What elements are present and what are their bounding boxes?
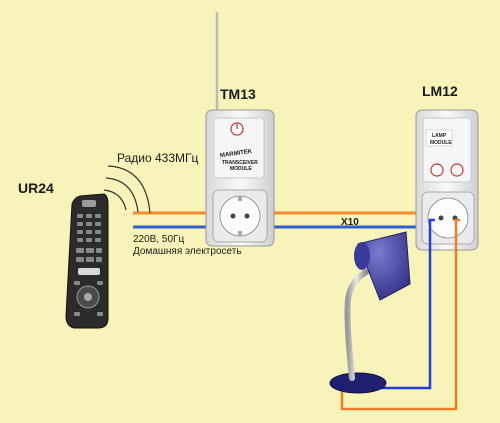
socket-icon bbox=[219, 195, 261, 237]
lamp-wires bbox=[340, 218, 460, 411]
mains-label-line1: 220В, 50Гц bbox=[133, 234, 185, 245]
radio-label: Радио 433МГц bbox=[117, 151, 199, 165]
socket-icon bbox=[427, 197, 469, 239]
protocol-label: X10 bbox=[341, 217, 359, 228]
lamp-module-text-2: MODULE bbox=[430, 140, 452, 146]
transceiver-label: TM13 bbox=[220, 86, 256, 102]
lamp-module-label: LM12 bbox=[422, 83, 458, 99]
dial-icon bbox=[430, 163, 444, 177]
lamp-wire-orange bbox=[340, 218, 460, 411]
radio-waves-icon bbox=[103, 165, 151, 214]
transceiver-module bbox=[205, 12, 275, 247]
mains-label-line2: Домашняя электросеть bbox=[133, 246, 242, 257]
transceiver-text-2: MODULE bbox=[230, 166, 252, 172]
lamp-module bbox=[415, 109, 479, 251]
lamp-wire-blue bbox=[376, 218, 435, 390]
lamp-module-text-1: LAMP bbox=[432, 133, 447, 139]
dial-icon bbox=[450, 163, 464, 177]
transceiver-text-1: TRANSCEIVER bbox=[222, 160, 258, 166]
remote-control-icon bbox=[65, 193, 109, 329]
remote-label: UR24 bbox=[18, 180, 54, 196]
desk-lamp-icon bbox=[329, 231, 411, 394]
mains-wires bbox=[133, 211, 418, 229]
